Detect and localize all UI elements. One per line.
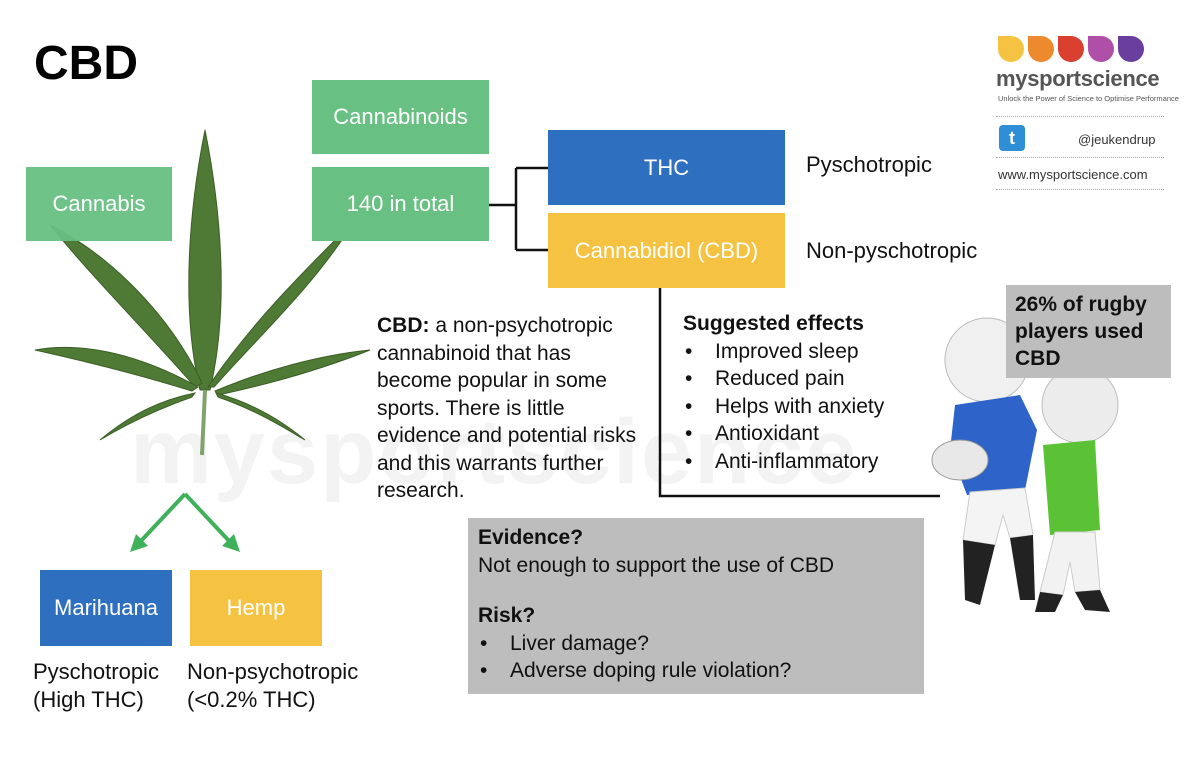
total-cannabinoids-box: 140 in total — [312, 167, 489, 241]
effect-item: Anti-inflammatory — [683, 448, 943, 476]
cannabis-box: Cannabis — [26, 167, 172, 241]
risk-item: Liver damage? — [478, 630, 918, 658]
logo-drop — [998, 36, 1024, 62]
cbd-description-text: a non-psychotropic cannabinoid that has … — [377, 314, 637, 502]
cannabis-leaf-icon — [34, 129, 371, 456]
risk-heading: Risk? — [478, 604, 536, 627]
logo-drop — [1088, 36, 1114, 62]
rugby-stat-text: 26% of rugby players used CBD — [1015, 293, 1147, 370]
marihuana-box: Marihuana — [40, 570, 172, 646]
logo-name: mysportscience — [996, 66, 1160, 91]
effect-item: Reduced pain — [683, 365, 943, 393]
thc-effect-label: Pyschotropic — [806, 152, 932, 177]
effects-heading: Suggested effects — [683, 312, 864, 335]
thc-box: THC — [548, 130, 785, 205]
effect-item: Helps with anxiety — [683, 393, 943, 421]
evidence-text: Not enough to support the use of CBD — [478, 553, 835, 577]
hemp-line-2: (<0.2% THC) — [187, 687, 316, 712]
evidence-content: Evidence? Not enough to support the use … — [478, 524, 918, 685]
cbd-box: Cannabidiol (CBD) — [548, 213, 785, 288]
cannabinoids-box: Cannabinoids — [312, 80, 489, 154]
hemp-description: Non-psychotropic (<0.2% THC) — [187, 658, 358, 714]
marihuana-line-1: Pyschotropic — [33, 659, 159, 684]
logo-drop — [1058, 36, 1084, 62]
logo-divider-2 — [996, 157, 1164, 158]
website-link[interactable]: www.mysportscience.com — [998, 167, 1148, 182]
rugby-stat-box: 26% of rugby players used CBD — [1006, 285, 1171, 378]
evidence-risk-box: Evidence? Not enough to support the use … — [468, 518, 924, 694]
marihuana-description: Pyschotropic (High THC) — [33, 658, 159, 714]
hemp-line-1: Non-psychotropic — [187, 659, 359, 684]
marihuana-line-2: (High THC) — [33, 687, 144, 712]
logo-drop — [1028, 36, 1054, 62]
effect-item: Improved sleep — [683, 338, 943, 366]
logo-drop — [1118, 36, 1144, 62]
logo-tagline: Unlock the Power of Science to Optimise … — [998, 94, 1179, 103]
suggested-effects: Suggested effects Improved sleep Reduced… — [683, 310, 943, 475]
page-title: CBD — [34, 37, 138, 90]
logo-drops — [998, 36, 1144, 62]
twitter-icon[interactable]: t — [999, 125, 1025, 151]
twitter-handle[interactable]: @jeukendrup — [1078, 132, 1156, 147]
hemp-box: Hemp — [190, 570, 322, 646]
cbd-description: CBD: a non-psychotropic cannabinoid that… — [377, 312, 647, 505]
logo-divider — [996, 116, 1164, 117]
logo-divider-3 — [996, 189, 1164, 190]
cbd-effect-label: Non-pyschotropic — [806, 238, 978, 263]
evidence-heading: Evidence? — [478, 526, 584, 549]
cbd-description-bold: CBD: — [377, 314, 430, 337]
risk-item: Adverse doping rule violation? — [478, 657, 918, 685]
effect-item: Antioxidant — [683, 420, 943, 448]
